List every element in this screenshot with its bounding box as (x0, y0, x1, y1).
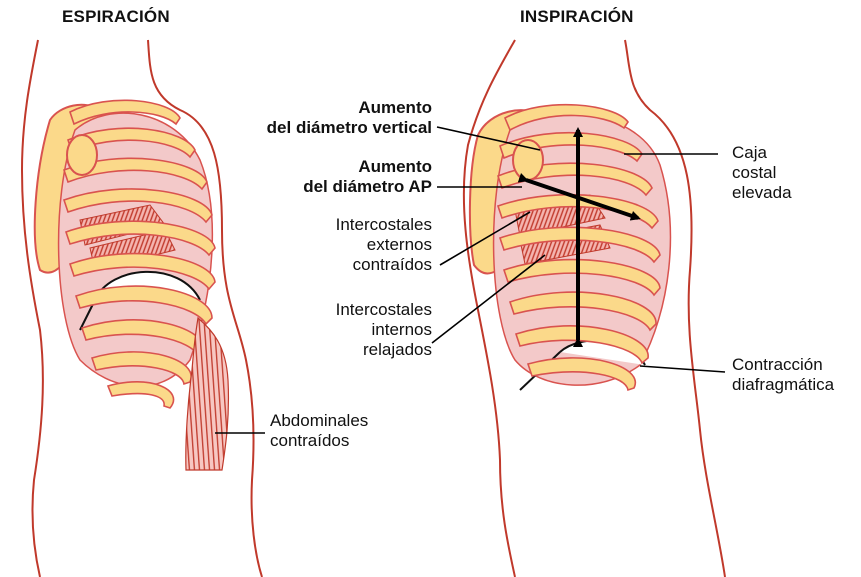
leader-ext-intercostals (439, 211, 531, 266)
label-ap-diameter: Aumento del diámetro AP (303, 157, 432, 197)
left-humeral-head (66, 134, 98, 176)
label-diaphragm-line2: diafragmática (732, 375, 835, 394)
inspiration-title: INSPIRACIÓN (520, 7, 634, 26)
label-abdominals-line1: Abdominales (270, 411, 369, 430)
label-vertical-line1: Aumento (358, 98, 432, 117)
label-abdominals-line2: contraídos (270, 431, 350, 450)
label-ap-line1: Aumento (358, 157, 432, 176)
label-ribcage-line2: costal (732, 163, 777, 182)
leader-vertical (436, 126, 541, 151)
right-body-outline (462, 39, 516, 577)
label-ext-line2: externos (366, 235, 432, 254)
label-external-intercostals: Intercostales externos contraídos (336, 215, 432, 275)
expiration-figure (20, 39, 263, 577)
left-back-outline (147, 39, 263, 577)
ap-diameter-arrow (517, 173, 641, 221)
label-ap-line2: del diámetro AP (303, 177, 432, 196)
left-body-outline (20, 39, 44, 577)
leader-int-intercostals (431, 254, 546, 344)
label-diaphragm-line1: Contracción (732, 355, 823, 374)
label-ribcage: Caja costal elevada (732, 143, 792, 203)
label-ext-line3: contraídos (352, 255, 432, 274)
label-int-line2: internos (371, 320, 432, 339)
leader-lines (215, 126, 726, 434)
label-vertical-line2: del diámetro vertical (266, 118, 432, 137)
right-humeral-head (512, 139, 544, 181)
inspiration-figure (462, 39, 726, 577)
left-abdominals (185, 316, 230, 471)
expiration-title: ESPIRACIÓN (62, 7, 170, 26)
label-vertical-diameter: Aumento del diámetro vertical (267, 98, 432, 138)
label-abdominals: Abdominales contraídos (270, 411, 368, 451)
leader-diaphragm (639, 365, 726, 373)
label-int-line3: relajados (363, 340, 432, 359)
label-diaphragm: Contracción diafragmática (732, 355, 834, 395)
label-int-line1: Intercostales (335, 300, 432, 319)
label-internal-intercostals: Intercostales internos relajados (336, 300, 432, 360)
label-ribcage-line3: elevada (732, 183, 792, 202)
left-ribs (62, 99, 216, 409)
right-back-outline (624, 39, 726, 577)
label-ribcage-line1: Caja (732, 143, 767, 162)
label-ext-line1: Intercostales (335, 215, 432, 234)
